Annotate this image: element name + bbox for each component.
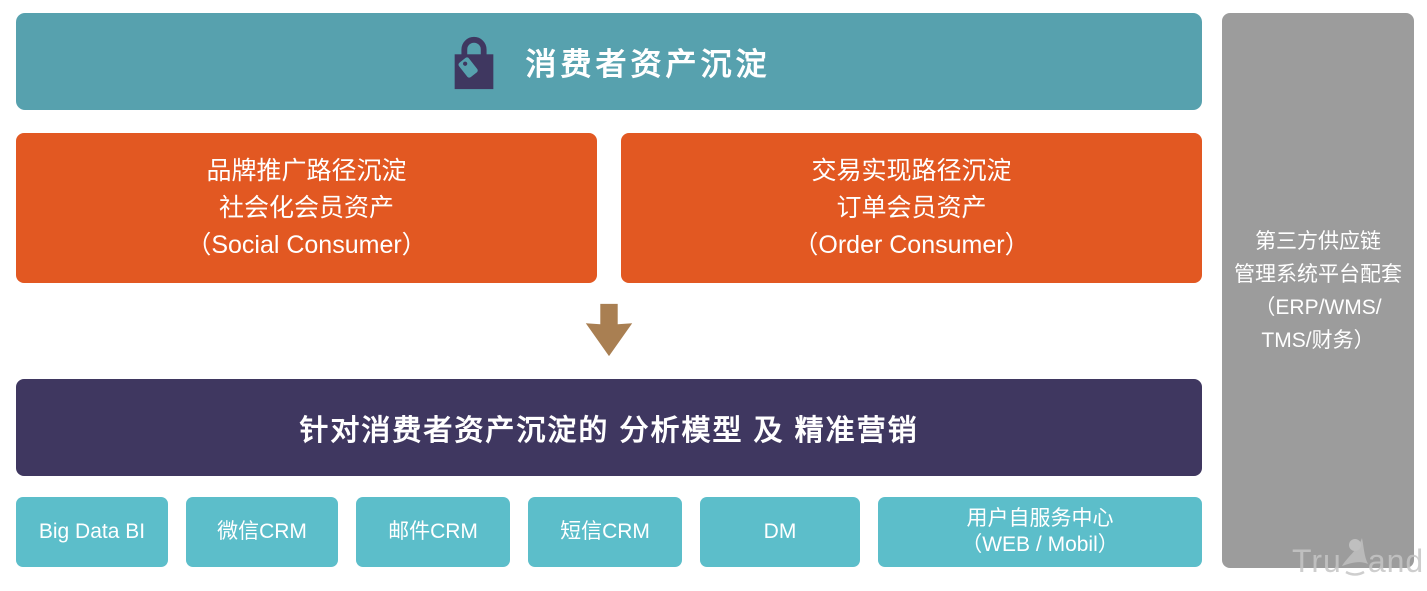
channel-sms-crm: 短信CRM (528, 497, 682, 567)
channel-wechat-crm: 微信CRM (186, 497, 338, 567)
channel-label: DM (763, 520, 797, 543)
side-panel-line4: TMS/财务） (1261, 328, 1375, 352)
social-consumer-line2: 社会化会员资产 (218, 193, 394, 222)
channel-label: 短信CRM (560, 520, 650, 543)
social-consumer-box: 品牌推广路径沉淀 社会化会员资产 （Social Consumer） (16, 133, 597, 283)
analysis-title: 针对消费者资产沉淀的 分析模型 及 精准营销 (299, 414, 919, 447)
shopping-bag-icon (448, 34, 500, 92)
social-consumer-line3: （Social Consumer） (186, 230, 427, 259)
consumer-asset-banner: 消费者资产沉淀 (16, 13, 1202, 110)
channel-big-data-bi: Big Data BI (16, 497, 168, 567)
path-boxes-row: 品牌推广路径沉淀 社会化会员资产 （Social Consumer） 交易实现路… (16, 133, 1202, 283)
side-panel-line3: （ERP/WMS/ (1254, 295, 1382, 319)
side-panel-line1: 第三方供应链 (1255, 229, 1381, 253)
down-arrow-icon (585, 303, 633, 357)
social-consumer-line1: 品牌推广路径沉淀 (206, 156, 407, 185)
channel-label: Big Data BI (38, 520, 146, 543)
order-consumer-box: 交易实现路径沉淀 订单会员资产 （Order Consumer） (621, 133, 1202, 283)
main-column: 消费者资产沉淀 品牌推广路径沉淀 社会化会员资产 （Social Consume… (16, 13, 1202, 567)
channel-sublabel: （WEB / Mobil） (961, 533, 1119, 556)
order-consumer-line3: （Order Consumer） (793, 230, 1030, 259)
channel-row: Big Data BI 微信CRM 邮件CRM 短信CRM DM 用户自服务中心… (16, 497, 1202, 567)
channel-self-service-center: 用户自服务中心 （WEB / Mobil） (878, 497, 1202, 567)
channel-label: 邮件CRM (388, 520, 478, 543)
flow-arrow-zone (16, 283, 1202, 379)
third-party-supply-chain-panel: 第三方供应链 管理系统平台配套 （ERP/WMS/ TMS/财务） (1222, 13, 1414, 568)
order-consumer-line1: 交易实现路径沉淀 (811, 156, 1012, 185)
channel-label: 微信CRM (217, 520, 307, 543)
channel-label: 用户自服务中心 (966, 507, 1114, 530)
channel-email-crm: 邮件CRM (356, 497, 510, 567)
banner-title: 消费者资产沉淀 (525, 47, 771, 82)
side-panel-line2: 管理系统平台配套 (1234, 262, 1402, 286)
analysis-marketing-box: 针对消费者资产沉淀的 分析模型 及 精准营销 (16, 379, 1202, 476)
order-consumer-line2: 订单会员资产 (836, 193, 987, 222)
channel-dm: DM (700, 497, 860, 567)
